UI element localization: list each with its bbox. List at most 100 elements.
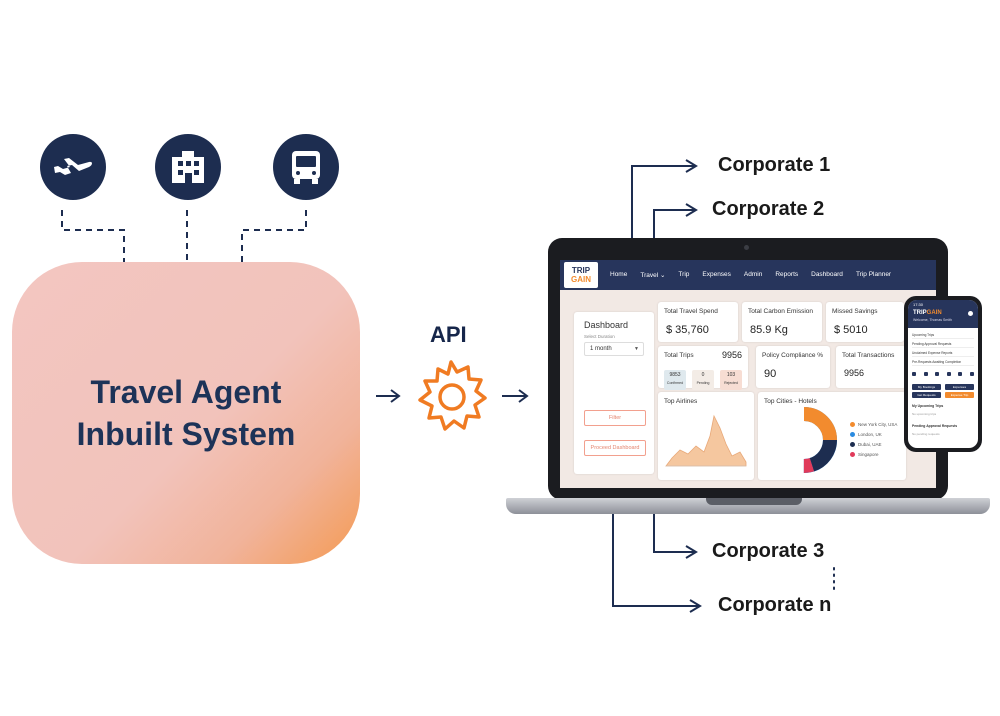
expense-trip-button[interactable]: Expense Trip <box>945 392 974 398</box>
legend-item: Dubai, UAE <box>850 442 882 447</box>
total-carbon-card: Total Carbon Emission 85.9 Kg <box>742 302 822 342</box>
card-title: Total Carbon Emission <box>748 308 814 315</box>
user-icon[interactable] <box>968 311 973 316</box>
bus-icon-circle <box>273 134 339 200</box>
duration-select[interactable]: 1 month ▼ <box>584 342 644 356</box>
line-corporate-2 <box>653 209 694 238</box>
logo-gain-text: GAIN <box>571 275 591 284</box>
chevron-down-icon: ▼ <box>634 346 639 352</box>
legend-label: Dubai, UAE <box>858 442 882 447</box>
total-transactions-card: Total Transactions 9956 <box>836 346 906 388</box>
card-title: Total Trips <box>664 352 694 359</box>
total-trips-value: 9956 <box>721 350 742 360</box>
laptop-notch <box>706 498 802 505</box>
nav-trip[interactable]: Trip <box>678 271 690 278</box>
line-corporate-n <box>612 514 698 607</box>
airplane-connector <box>61 210 125 262</box>
card-value: 85.9 Kg <box>750 324 788 336</box>
corporate-1-label: Corporate 1 <box>718 154 831 176</box>
laptop-base <box>506 498 990 514</box>
travel-agent-label: Travel Agent Inbuilt System <box>76 374 296 452</box>
travel-agent-box: Travel Agent Inbuilt System <box>12 262 360 564</box>
api-label: API <box>430 322 467 347</box>
quick-icon[interactable] <box>958 372 963 376</box>
line-corporate-1 <box>631 165 694 238</box>
nav-trip-planner[interactable]: Trip Planner <box>855 271 892 278</box>
phone-quick-icons <box>912 372 974 378</box>
quick-icon[interactable] <box>923 372 928 376</box>
card-title: Top Airlines <box>664 398 698 405</box>
nav-dashboard[interactable]: Dashboard <box>811 271 843 278</box>
legend-item: Singapore <box>850 452 879 457</box>
total-travel-spend-card: Total Travel Spend $ 35,760 <box>658 302 738 342</box>
proceed-dashboard-button[interactable]: Proceed Dashboard <box>584 440 646 456</box>
corporate-3-label: Corporate 3 <box>712 540 825 562</box>
rejected-label: Rejected <box>724 381 738 385</box>
dashboard-screen: TRIP GAIN Home Travel ⌄ Trip Expenses Ad… <box>560 260 936 488</box>
quick-icon[interactable] <box>912 372 916 376</box>
line-corporate-3 <box>653 514 694 553</box>
phone-screen: 17:30 TRIPGAIN Welcome, Thomas Smith Upc… <box>908 300 978 448</box>
nav-expenses[interactable]: Expenses <box>702 271 731 278</box>
phone-logo: TRIPGAIN <box>913 310 942 316</box>
legend-label: New York City, USA <box>858 422 898 427</box>
camera-dot <box>744 245 749 250</box>
quick-icon[interactable] <box>969 372 974 376</box>
phone-header: 17:30 TRIPGAIN Welcome, Thomas Smith <box>908 300 978 328</box>
phone-row[interactable]: Upcoming Trips <box>912 331 974 339</box>
legend-dot <box>850 452 855 457</box>
duration-value: 1 month <box>590 346 612 352</box>
card-value: 90 <box>764 368 777 380</box>
logo-trip-text: TRIP <box>571 266 591 275</box>
airlines-area-chart <box>665 414 747 467</box>
dashboard-title: Dashboard <box>584 320 629 330</box>
legend-dot <box>850 442 855 447</box>
phone-section-sub: No pending requests <box>912 432 940 436</box>
card-title: Policy Compliance % <box>762 352 824 359</box>
card-value: $ 35,760 <box>666 324 709 336</box>
pending-box: 0 Pending <box>692 370 714 390</box>
tripgain-logo: TRIP GAIN <box>564 262 598 288</box>
nav-items: Home Travel ⌄ Trip Expenses Admin Report… <box>610 271 891 279</box>
legend-item: London, UK <box>850 432 882 437</box>
select-duration-label: Select Duration <box>584 334 615 339</box>
card-title: Missed Savings <box>832 308 878 315</box>
nav-reports[interactable]: Reports <box>775 271 799 278</box>
card-title: Top Cities - Hotels <box>764 398 817 405</box>
quick-icon[interactable] <box>946 372 951 376</box>
total-trips-card: Total Trips 9956 9853 Confirmed 0 Pendin… <box>658 346 748 390</box>
confirmed-label: Confirmed <box>666 381 684 385</box>
phone-row[interactable]: Pending Approval Requests <box>912 340 974 348</box>
filter-button[interactable]: Filter <box>584 410 646 426</box>
phone-section-sub: No upcoming trips <box>912 412 937 416</box>
phone-row[interactable]: Pre-Requests Awaiting Completion <box>912 358 974 366</box>
quick-icon[interactable] <box>935 372 940 376</box>
top-cities-card: Top Cities - Hotels New York City, USA L… <box>758 392 906 480</box>
dashboard-filter-panel: Dashboard Select Duration 1 month ▼ Filt… <box>574 312 654 474</box>
phone-section-title: My Upcoming Trips <box>912 404 944 408</box>
legend-label: London, UK <box>858 432 882 437</box>
nav-travel[interactable]: Travel ⌄ <box>640 272 666 279</box>
dashboard-navbar: TRIP GAIN Home Travel ⌄ Trip Expenses Ad… <box>560 260 936 290</box>
hotel-icon <box>172 151 204 183</box>
confirmed-value: 9853 <box>669 372 681 378</box>
pending-value: 0 <box>701 372 705 378</box>
my-bookings-button[interactable]: My Bookings <box>912 384 941 390</box>
card-title: Total Transactions <box>842 352 895 359</box>
nav-home[interactable]: Home <box>610 271 628 278</box>
phone-row[interactable]: Unclaimed Expense Reports <box>912 349 974 357</box>
legend-dot <box>850 432 855 437</box>
phone-welcome: Welcome, Thomas Smith <box>913 318 952 322</box>
airplane-icon-circle <box>40 134 106 200</box>
phone-time: 17:30 <box>913 302 924 307</box>
confirmed-box: 9853 Confirmed <box>664 370 686 390</box>
rejected-value: 103 <box>726 372 736 378</box>
expenses-button[interactable]: Expenses <box>945 384 974 390</box>
cities-donut-chart <box>771 407 837 473</box>
get-requests-button[interactable]: Get Requests <box>912 392 941 398</box>
phone-logo-trip: TRIP <box>913 310 927 316</box>
nav-admin[interactable]: Admin <box>743 271 763 278</box>
top-airlines-card: Top Airlines <box>658 392 754 480</box>
